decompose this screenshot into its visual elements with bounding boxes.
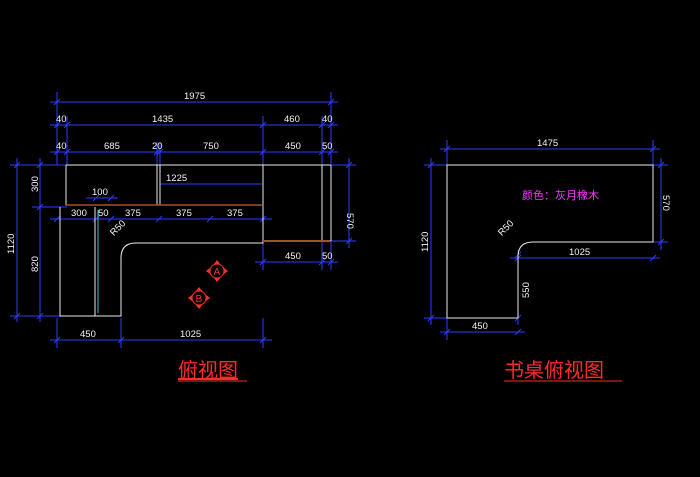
dim-20: 20	[152, 141, 163, 152]
dim-1435: 1435	[152, 114, 173, 125]
svg-text:A: A	[214, 267, 221, 278]
desk-l-outline	[446, 164, 654, 319]
dim-r50: R50	[108, 218, 128, 238]
dim-450: 450	[472, 321, 488, 332]
dim-820: 820	[30, 256, 41, 272]
svg-text:B: B	[196, 294, 203, 305]
upper-cabinet-outline	[65, 164, 323, 242]
marker-a: A	[206, 260, 228, 282]
dim-40: 40	[56, 114, 67, 125]
dim-750: 750	[203, 141, 219, 152]
dim-450: 450	[80, 329, 96, 340]
left-view-title: 俯视图	[178, 358, 238, 382]
dim-100: 100	[92, 187, 108, 198]
dim-685: 685	[104, 141, 120, 152]
dim-40: 40	[322, 114, 333, 125]
dim-50: 50	[322, 251, 333, 262]
dim-r50: R50	[496, 218, 516, 238]
dim-550: 550	[521, 282, 532, 298]
dim-50: 50	[322, 141, 333, 152]
dim-1225: 1225	[166, 173, 187, 184]
left-top-view: A B 1975 40 1435 460 40 40 685 20 750 45…	[6, 91, 356, 382]
dim-375: 375	[125, 208, 141, 219]
right-view-title: 书桌俯视图	[504, 358, 604, 382]
dim-1120: 1120	[6, 234, 17, 254]
dim-570: 570	[660, 195, 671, 211]
dim-460: 460	[284, 114, 300, 125]
dim-1120: 1120	[420, 232, 431, 252]
dim-375: 375	[176, 208, 192, 219]
dim-300: 300	[71, 208, 87, 219]
desk-outline	[59, 205, 264, 317]
dim-375: 375	[227, 208, 243, 219]
dim-1475: 1475	[537, 138, 558, 149]
dim-570: 570	[344, 213, 355, 229]
marker-b: B	[188, 287, 210, 309]
dim-40: 40	[56, 141, 67, 152]
dim-1975: 1975	[184, 91, 205, 102]
dim-1025: 1025	[180, 329, 201, 340]
right-desk-view: 1475 570 1120 R50 1025 550 450 颜色：灰月橡木 书…	[420, 138, 671, 382]
dim-1025: 1025	[569, 247, 590, 258]
color-note: 颜色：灰月橡木	[522, 188, 599, 202]
dim-50: 50	[98, 208, 109, 219]
dim-450: 450	[285, 141, 301, 152]
dim-450: 450	[285, 251, 301, 262]
dim-300-vert: 300	[30, 176, 41, 192]
